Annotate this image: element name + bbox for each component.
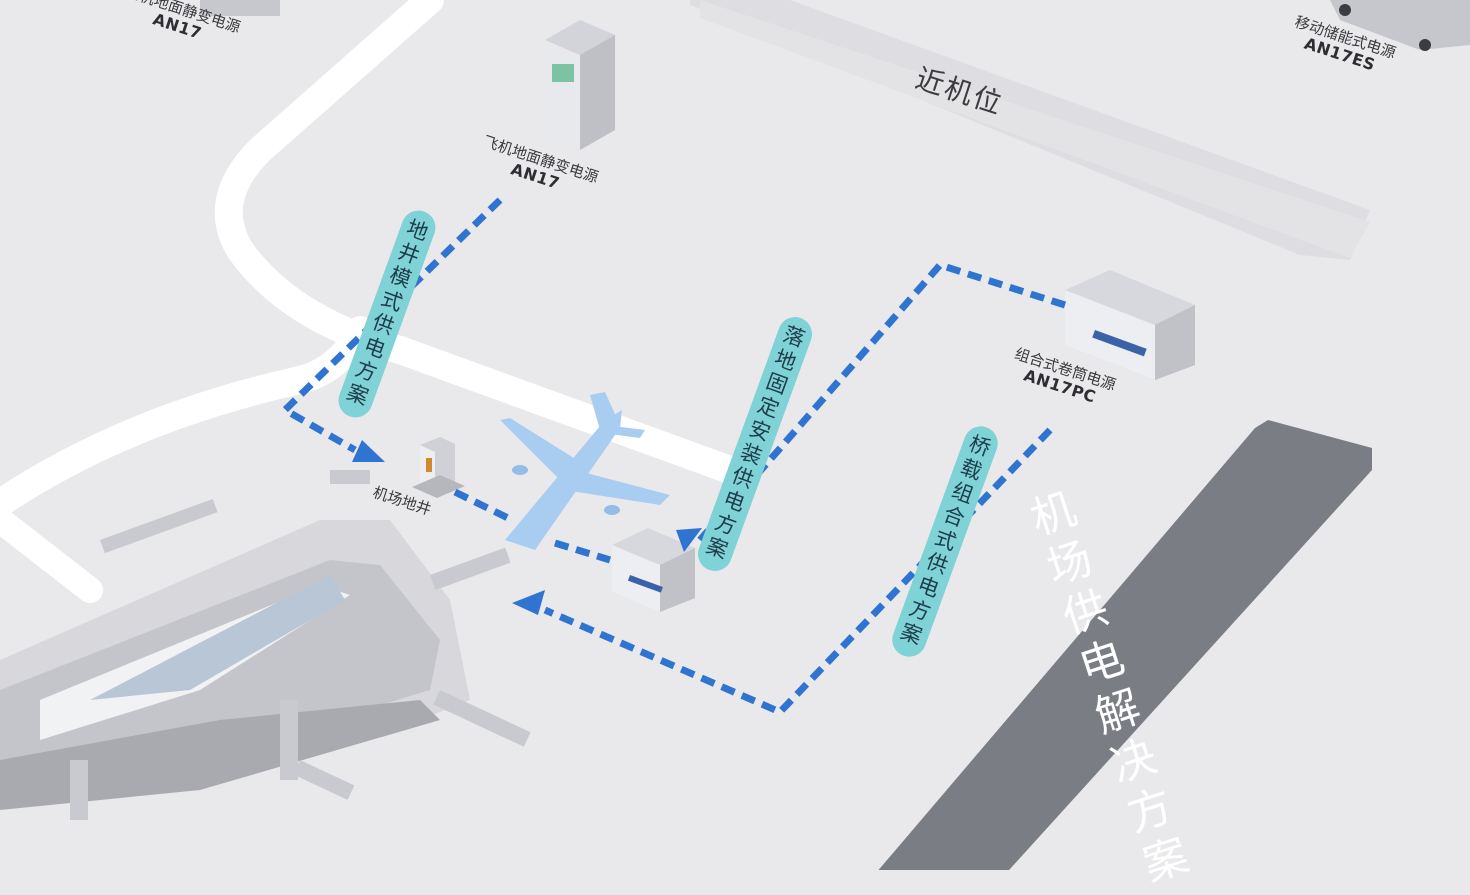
static-converter-cabinet (545, 20, 615, 150)
aircraft (500, 392, 670, 550)
route-pit-mode (279, 197, 503, 454)
route-pit-to-aircraft (453, 488, 514, 524)
road-network (0, 0, 744, 603)
arrow-to-terminal (512, 590, 545, 615)
arrow-to-fixed-unit (676, 528, 702, 552)
route-fixed-to-aircraft (553, 539, 612, 564)
title-band (878, 420, 1372, 870)
route-ground-fixed (697, 260, 1067, 543)
mobile-energy-storage-unit (1330, 0, 1470, 51)
top-left-power-unit (200, 0, 280, 16)
route-bridge-mounted (543, 427, 1053, 717)
arrow-to-pit (352, 440, 385, 462)
airport-scene (0, 0, 1470, 870)
terminal-building (0, 470, 531, 820)
airport-pit-unit (412, 437, 465, 498)
route-arrowheads (352, 440, 702, 615)
combined-drum-unit (1065, 270, 1195, 380)
power-routes (279, 197, 1067, 717)
ground-fixed-unit (612, 528, 695, 612)
